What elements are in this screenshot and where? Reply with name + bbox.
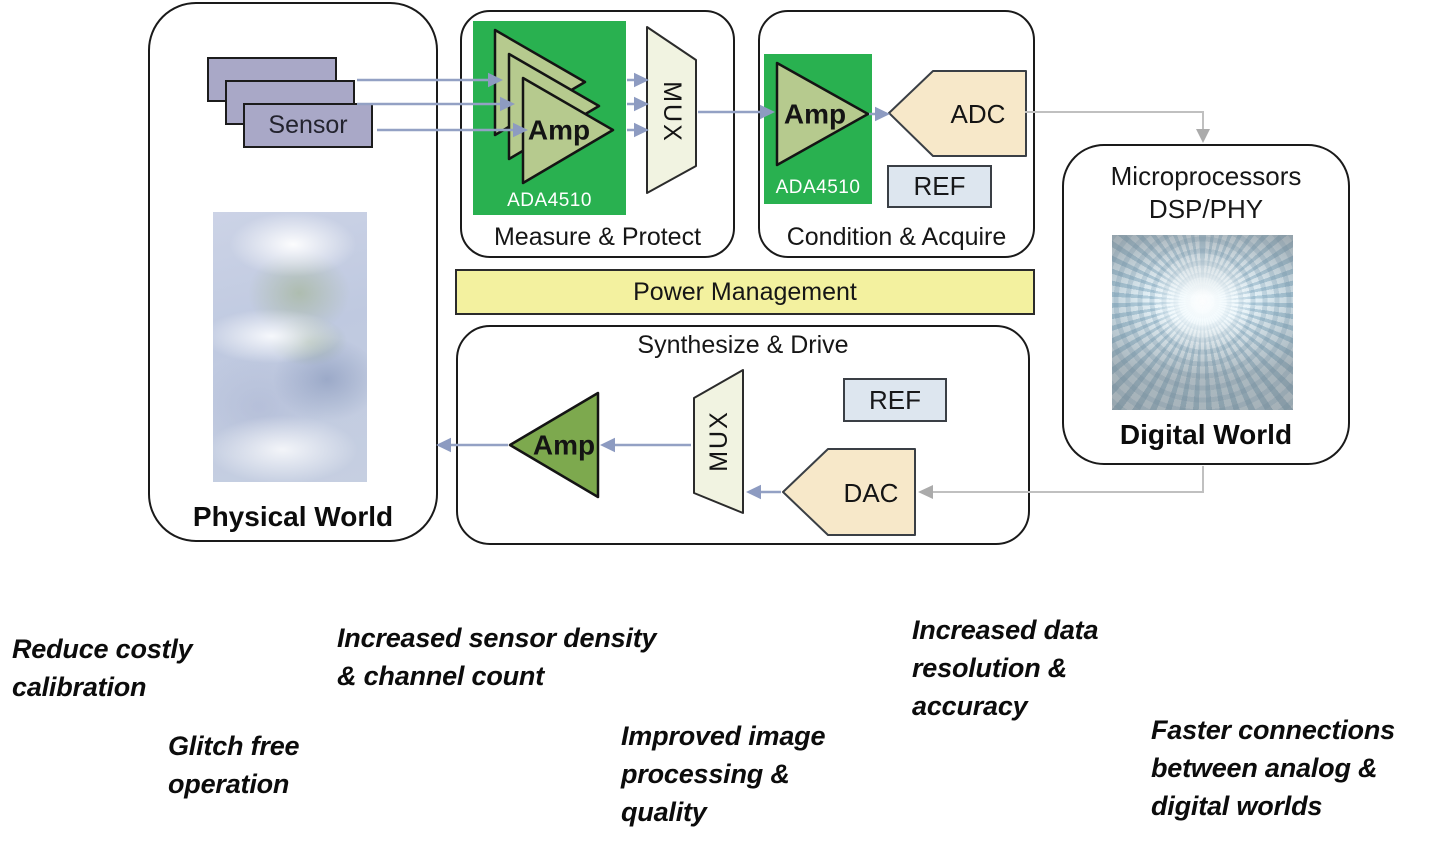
sensor-label: Sensor (268, 111, 348, 139)
mux-shape-mirrored: MUX (693, 369, 744, 514)
adc-shape: ADC (888, 70, 1027, 157)
benefit-image-processing: Improved image processing & quality (621, 721, 826, 827)
dac-label: DAC (844, 478, 899, 508)
ada4510-label: ADA4510 (507, 190, 592, 211)
amp-label: Amp (533, 430, 595, 461)
microprocessors-line1: Microprocessors (1110, 161, 1302, 191)
power-management-label: Power Management (633, 277, 857, 306)
microprocessors-title: Microprocessors DSP/PHY (1062, 160, 1350, 226)
ref-label: REF (913, 171, 966, 201)
benefit-glitch-free: Glitch free operation (168, 731, 300, 799)
adc-to-digital-world-arrow (1025, 111, 1210, 143)
amp-triangle-left: Amp (508, 391, 600, 499)
binary-tunnel-image (1112, 235, 1293, 410)
ref-box: REF (887, 165, 992, 208)
earth-satellite-image (213, 212, 367, 482)
benefit-data-resolution: Increased data resolution & accuracy (912, 615, 1099, 721)
benefit-faster-connections: Faster connections between analog & digi… (1151, 715, 1395, 821)
benefit-reduce-calibration: Reduce costly calibration (12, 634, 193, 702)
amp-triangle: Amp (775, 61, 870, 167)
synthesize-drive-label: Synthesize & Drive (637, 331, 849, 359)
digital-world-label: Digital World (1119, 419, 1293, 450)
ref-label: REF (869, 384, 921, 415)
amp-label: Amp (784, 99, 846, 130)
adc-label: ADC (951, 99, 1006, 129)
measure-protect-label: Measure & Protect (493, 223, 702, 251)
power-management-bar: Power Management (455, 269, 1035, 315)
amp-label: Amp (528, 115, 590, 146)
condition-acquire-label: Condition & Acquire (786, 223, 1007, 251)
ada4510-label: ADA4510 (775, 177, 861, 198)
mux-shape: MUX (646, 26, 697, 194)
microprocessors-line2: DSP/PHY (1148, 194, 1264, 224)
sensor-card-front: Sensor (243, 103, 373, 148)
benefit-sensor-density: Increased sensor density & channel count (337, 623, 657, 691)
mux-label: MUX (658, 81, 686, 143)
physical-world-label: Physical World (192, 501, 394, 532)
amp-triangle-front: Amp (521, 76, 615, 185)
mux-label: MUX (705, 410, 733, 472)
dac-shape: DAC (782, 448, 916, 536)
ref-box: REF (843, 378, 947, 422)
